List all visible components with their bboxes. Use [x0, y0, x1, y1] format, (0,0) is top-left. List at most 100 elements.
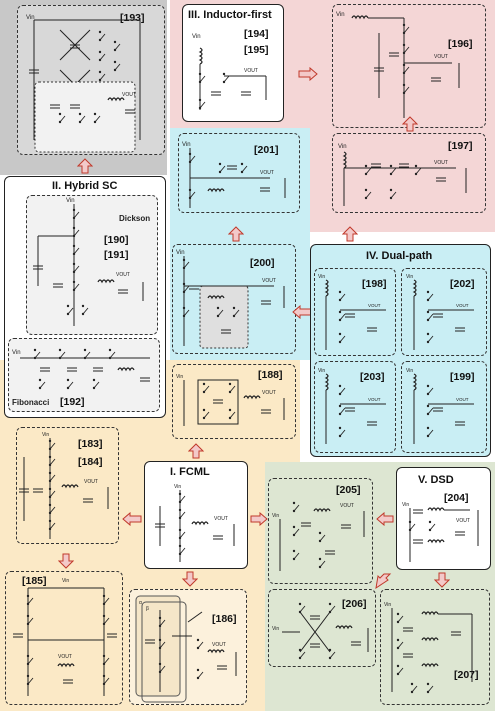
svg-text:VOUT: VOUT [58, 654, 72, 660]
box-205 [268, 478, 373, 584]
circuit-188: Vin VOUT [176, 374, 285, 426]
box-185 [5, 571, 123, 705]
ref-196: [196] [448, 38, 473, 50]
ref-197: [197] [448, 140, 473, 152]
arrow-up-197 [402, 116, 418, 132]
circuit-206: Vin [272, 602, 369, 660]
dickson-box [26, 195, 158, 335]
ref-205: [205] [336, 484, 361, 496]
arrow-down-186 [182, 571, 198, 587]
svg-text:VOUT: VOUT [244, 68, 258, 74]
arrow-up-hybrid [77, 158, 93, 174]
circuit-207: Vin [384, 602, 473, 694]
box-202 [401, 268, 487, 356]
box-188 [172, 364, 296, 439]
arrow-down-207 [434, 572, 450, 588]
box-197 [332, 133, 486, 213]
ref-199: [199] [450, 371, 475, 383]
svg-text:α: α [139, 600, 142, 606]
svg-text:VOUT: VOUT [260, 170, 274, 176]
ref-192: [192] [60, 396, 85, 408]
circuit-dsd: Vin VOUT [402, 502, 479, 562]
ref-185: [185] [22, 575, 47, 587]
svg-text:β: β [146, 606, 149, 612]
circuit-205: Vin VOUT [272, 501, 365, 571]
dsd-title: V. DSD [418, 474, 454, 486]
circuit-inductor-first: Vin VOUT [192, 34, 267, 110]
arrow-left-200 [292, 305, 310, 319]
svg-text:Vin: Vin [182, 142, 191, 148]
arrow-left-205 [376, 512, 394, 526]
circuit-185: Vin VOUT [12, 578, 118, 696]
circuit-197: Vin VOUT [338, 144, 467, 206]
svg-text:Vin: Vin [176, 250, 185, 256]
svg-text:VOUT: VOUT [456, 518, 470, 524]
svg-text:Vin: Vin [12, 350, 21, 356]
inductor-first-panel [182, 4, 284, 122]
svg-text:Vin: Vin [272, 626, 279, 632]
box-199 [401, 361, 487, 453]
arrow-up-201 [228, 226, 244, 242]
circuit-196: Vin VOUT [336, 12, 460, 118]
circuit-193: Vin VOUT [26, 15, 141, 153]
svg-text:Vin: Vin [318, 274, 325, 280]
dual-path-title: IV. Dual-path [366, 250, 433, 262]
box-203 [314, 361, 396, 453]
ref-190: [190] [104, 234, 129, 246]
svg-text:Vin: Vin [272, 513, 279, 519]
svg-text:VOUT: VOUT [262, 278, 276, 284]
svg-text:VOUT: VOUT [116, 272, 130, 278]
box-183-184 [16, 427, 119, 544]
hybrid-sc-title: II. Hybrid SC [52, 180, 118, 192]
svg-text:Vin: Vin [384, 602, 391, 608]
ref-191: [191] [104, 249, 129, 261]
circuit-186: α β VOUT [135, 595, 237, 703]
svg-text:Vin: Vin [176, 374, 183, 380]
arrow-diag-206 [375, 573, 392, 590]
svg-text:Vin: Vin [66, 198, 75, 204]
box-207 [380, 589, 490, 705]
ref-202: [202] [450, 278, 475, 290]
ref-186: [186] [212, 613, 237, 625]
svg-text:VOUT: VOUT [340, 503, 354, 509]
ref-184: [184] [78, 456, 103, 468]
fcml-panel [144, 461, 248, 569]
ref-195: [195] [244, 44, 269, 56]
arrow-down-185 [58, 553, 74, 569]
ref-201: [201] [254, 144, 279, 156]
arrow-up-dual [342, 226, 358, 242]
circuit-fibonacci: Vin [12, 348, 151, 390]
svg-text:Vin: Vin [26, 15, 35, 21]
inductor-first-title: III. Inductor-first [188, 9, 272, 21]
circuit-201: Vin VOUT [182, 142, 286, 208]
fibonacci-label: Fibonacci [12, 398, 50, 407]
ref-194: [194] [244, 28, 269, 40]
svg-text:Vin: Vin [42, 432, 49, 438]
ref-188: [188] [258, 369, 283, 381]
svg-text:VOUT: VOUT [122, 92, 136, 98]
fcml-title: I. FCML [170, 466, 210, 478]
dsd-panel [396, 467, 491, 570]
ref-203: [203] [360, 371, 385, 383]
svg-text:VOUT: VOUT [434, 160, 448, 166]
svg-text:Vin: Vin [192, 34, 201, 40]
circuit-183: Vin VOUT [18, 432, 109, 539]
circuit-dickson: Vin VOUT [32, 198, 144, 326]
svg-text:Vin: Vin [62, 578, 69, 584]
svg-text:VOUT: VOUT [262, 390, 276, 396]
arrow-right-inductor [298, 67, 318, 81]
circuit-dual-path: Vin VOUT [316, 270, 488, 452]
svg-text:VOUT: VOUT [368, 303, 381, 308]
ref-206: [206] [342, 598, 367, 610]
svg-text:VOUT: VOUT [212, 642, 226, 648]
ref-200: [200] [250, 257, 275, 269]
arrow-right-fcml [250, 512, 268, 526]
box-206 [268, 589, 376, 667]
svg-text:Vin: Vin [336, 12, 345, 18]
circuit-200: Vin VOUT [176, 250, 285, 349]
box-198 [314, 268, 396, 356]
svg-text:VOUT: VOUT [434, 54, 448, 60]
ref-193: [193] [120, 12, 145, 24]
svg-text:VOUT: VOUT [84, 479, 98, 485]
svg-text:Vin: Vin [402, 502, 409, 508]
